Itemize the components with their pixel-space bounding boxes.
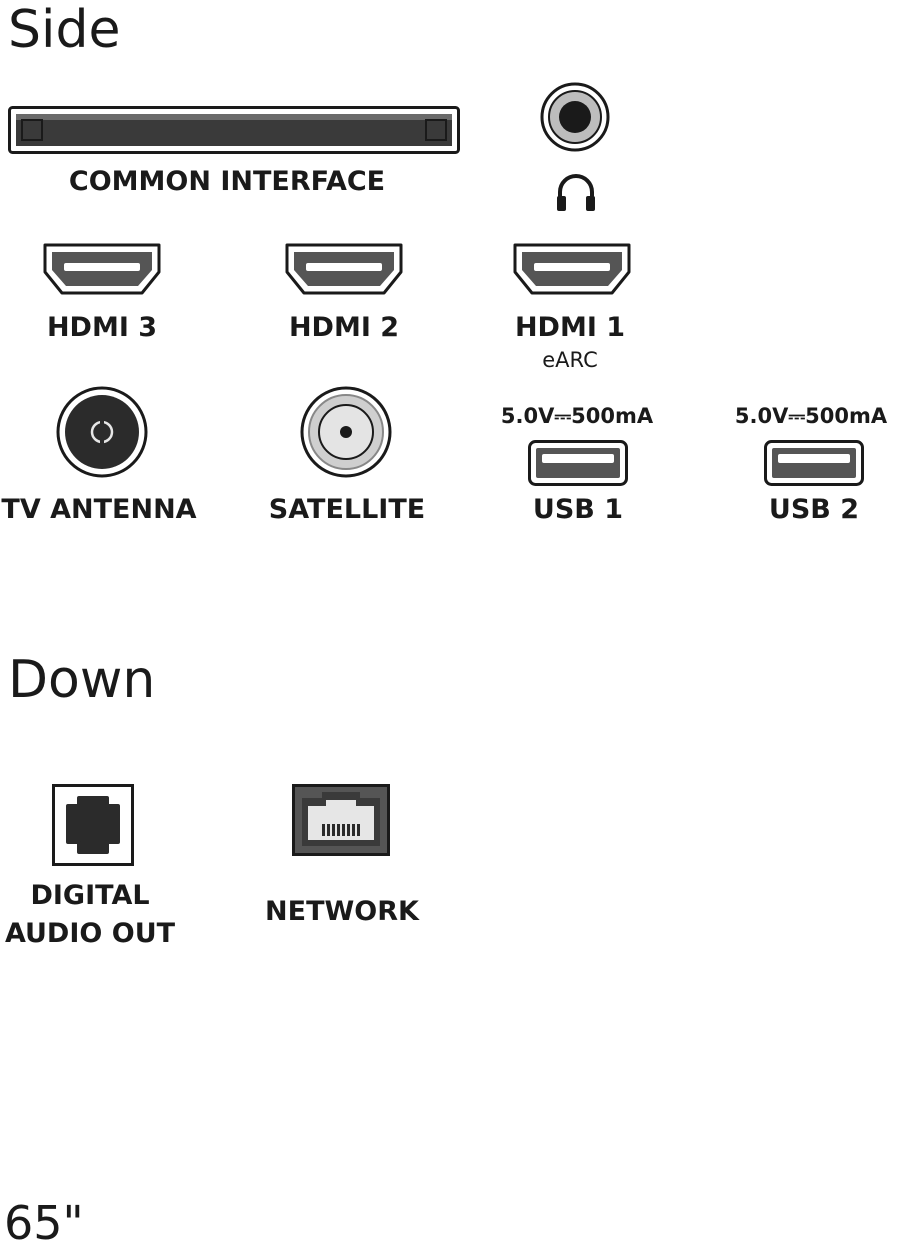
optical-audio-port-icon bbox=[52, 784, 134, 866]
tv-antenna-label: TV ANTENNA bbox=[1, 494, 197, 525]
usb1-rating: 5.0V⎓500mA bbox=[500, 404, 654, 428]
digital-audio-out-label-line1: DIGITAL bbox=[30, 880, 150, 911]
usb2-rating: 5.0V⎓500mA bbox=[734, 404, 888, 428]
satellite-port-icon bbox=[300, 386, 392, 478]
network-label: NETWORK bbox=[265, 896, 419, 927]
hdmi2-port-icon bbox=[284, 242, 404, 296]
usb2-label: USB 2 bbox=[768, 494, 860, 525]
usb2-port-icon bbox=[764, 440, 864, 486]
usb1-label: USB 1 bbox=[532, 494, 624, 525]
headphone-jack-icon bbox=[540, 82, 610, 152]
hdmi1-label: HDMI 1 bbox=[514, 312, 626, 343]
satellite-label: SATELLITE bbox=[268, 494, 426, 525]
side-heading: Side bbox=[8, 0, 121, 60]
hdmi3-label: HDMI 3 bbox=[46, 312, 158, 343]
down-heading: Down bbox=[8, 650, 156, 710]
usb1-port-icon bbox=[528, 440, 628, 486]
hdmi1-port-icon bbox=[512, 242, 632, 296]
screen-size-label: 65" bbox=[4, 1196, 84, 1250]
common-interface-label: COMMON INTERFACE bbox=[68, 166, 386, 197]
common-interface-slot-icon bbox=[8, 106, 460, 154]
hdmi3-port-icon bbox=[42, 242, 162, 296]
hdmi1-earc-label: eARC bbox=[542, 348, 598, 372]
network-port-icon bbox=[292, 784, 390, 856]
digital-audio-out-label-line2: AUDIO OUT bbox=[4, 918, 176, 949]
headphone-icon bbox=[554, 170, 598, 214]
tv-antenna-port-icon bbox=[56, 386, 148, 478]
hdmi2-label: HDMI 2 bbox=[288, 312, 400, 343]
